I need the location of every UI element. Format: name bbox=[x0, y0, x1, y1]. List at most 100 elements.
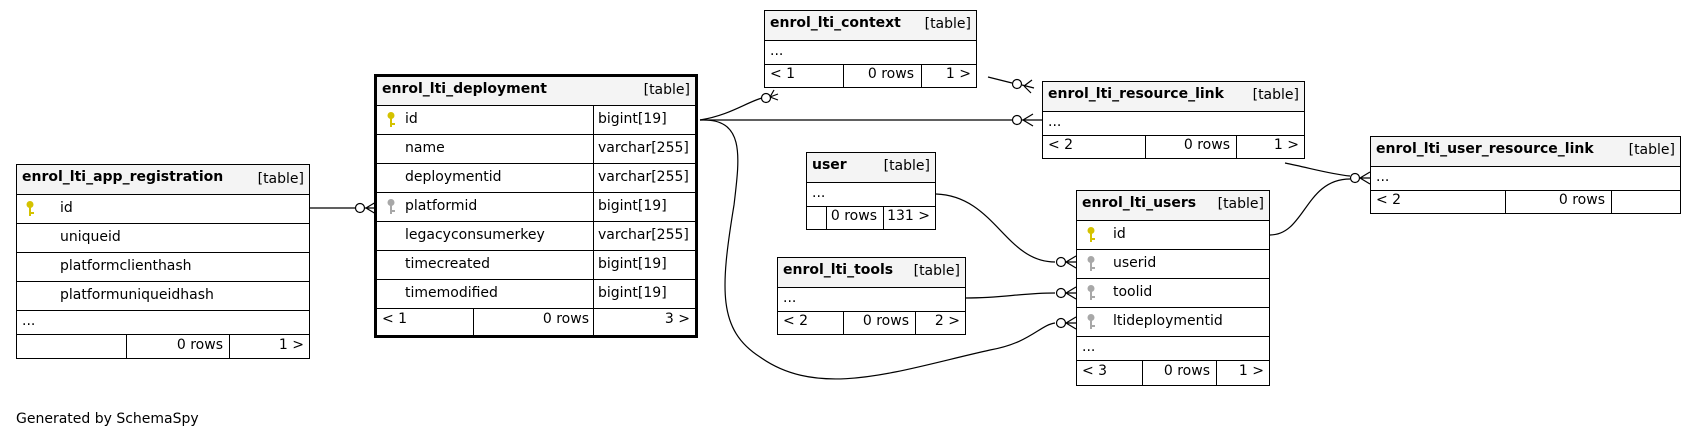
table-enrol-lti-app-registration[interactable]: enrol_lti_app_registration [table] id un… bbox=[16, 164, 310, 359]
footer-parents[interactable]: < 3 bbox=[1082, 363, 1108, 379]
more-columns-row: ... bbox=[765, 40, 976, 65]
table-footer: < 1 0 rows 3 > bbox=[377, 308, 695, 335]
column-type: varchar[255] bbox=[598, 169, 689, 185]
column-name: name bbox=[405, 140, 445, 156]
column-name: deploymentid bbox=[405, 169, 502, 185]
column-type: bigint[19] bbox=[598, 198, 667, 214]
column-name: id bbox=[60, 200, 73, 216]
edge-user-users bbox=[935, 193, 1056, 263]
column-row: toolid bbox=[1077, 278, 1269, 308]
foreign-key-icon bbox=[387, 199, 395, 214]
more-columns: ... bbox=[1376, 169, 1390, 185]
column-row: deploymentid varchar[255] bbox=[377, 163, 695, 193]
table-enrol-lti-users[interactable]: enrol_lti_users [table] id userid toolid… bbox=[1076, 190, 1270, 386]
column-name: uniqueid bbox=[60, 229, 121, 245]
footer-row-count: 0 rows bbox=[830, 208, 877, 224]
table-footer: < 2 0 rows 1 > bbox=[1043, 135, 1304, 158]
table-name: user bbox=[812, 157, 847, 173]
footer-children[interactable]: 1 > bbox=[278, 337, 304, 353]
more-columns: ... bbox=[783, 290, 797, 306]
table-enrol-lti-user-resource-link[interactable]: enrol_lti_user_resource_link [table] ...… bbox=[1370, 136, 1681, 214]
footer-parents[interactable]: < 2 bbox=[1048, 137, 1074, 153]
column-name: platformuniqueidhash bbox=[60, 287, 214, 303]
column-name: platformid bbox=[405, 198, 478, 214]
more-columns-row: ... bbox=[1077, 336, 1269, 361]
column-name: ltideploymentid bbox=[1113, 313, 1223, 329]
primary-key-icon bbox=[387, 112, 395, 127]
table-name: enrol_lti_tools bbox=[783, 262, 894, 278]
foreign-key-icon bbox=[1087, 314, 1095, 329]
footer-parents[interactable]: < 2 bbox=[783, 313, 809, 329]
column-row: name varchar[255] bbox=[377, 134, 695, 164]
primary-key-icon bbox=[26, 201, 34, 216]
table-enrol-lti-resource-link[interactable]: enrol_lti_resource_link [table] ... < 2 … bbox=[1042, 81, 1305, 159]
table-footer: 0 rows 1 > bbox=[17, 334, 309, 358]
table-name: enrol_lti_users bbox=[1082, 195, 1197, 211]
column-row: ltideploymentid bbox=[1077, 307, 1269, 337]
column-row: id bbox=[1077, 220, 1269, 250]
footer-row-count: 0 rows bbox=[1163, 363, 1210, 379]
more-columns: ... bbox=[770, 43, 784, 59]
table-type: [table] bbox=[913, 263, 960, 279]
footer-children[interactable]: 1 > bbox=[1238, 363, 1264, 379]
footer-row-count: 0 rows bbox=[1558, 192, 1605, 208]
table-enrol-lti-deployment[interactable]: enrol_lti_deployment [table] id bigint[1… bbox=[374, 74, 698, 338]
edge-tools-users bbox=[965, 292, 1056, 299]
column-type: bigint[19] bbox=[598, 111, 667, 127]
footer-children[interactable]: 3 > bbox=[664, 311, 690, 327]
column-name: platformclienthash bbox=[60, 258, 192, 274]
footer-parents[interactable]: < 1 bbox=[382, 311, 408, 327]
column-name: timemodified bbox=[405, 285, 498, 301]
edge-users-user-resource-link bbox=[1269, 178, 1351, 236]
more-columns-row: ... bbox=[1371, 166, 1680, 191]
table-footer: < 2 0 rows bbox=[1371, 190, 1680, 213]
foreign-key-icon bbox=[1087, 256, 1095, 271]
footer-row-count: 0 rows bbox=[542, 311, 589, 327]
table-enrol-lti-context[interactable]: enrol_lti_context [table] ... < 1 0 rows… bbox=[764, 10, 977, 88]
table-footer: < 3 0 rows 1 > bbox=[1077, 360, 1269, 385]
column-row: id bigint[19] bbox=[377, 105, 695, 135]
table-name: enrol_lti_deployment bbox=[382, 81, 547, 97]
table-enrol-lti-tools[interactable]: enrol_lti_tools [table] ... < 2 0 rows 2… bbox=[777, 257, 966, 335]
footer-parents[interactable]: < 1 bbox=[770, 66, 796, 82]
generated-by-footer: Generated by SchemaSpy bbox=[16, 411, 199, 427]
more-columns-row: ... bbox=[1043, 111, 1304, 136]
more-columns: ... bbox=[1082, 339, 1096, 355]
edge-context-resource-link bbox=[987, 76, 1013, 84]
primary-key-icon bbox=[1087, 227, 1095, 242]
table-header: enrol_lti_users [table] bbox=[1077, 191, 1269, 221]
more-columns: ... bbox=[22, 313, 36, 329]
column-row: userid bbox=[1077, 249, 1269, 279]
table-type: [table] bbox=[924, 16, 971, 32]
table-name: enrol_lti_context bbox=[770, 15, 901, 31]
more-columns-row: ... bbox=[778, 287, 965, 312]
table-header: enrol_lti_tools [table] bbox=[778, 258, 965, 288]
column-row: platformid bigint[19] bbox=[377, 192, 695, 222]
table-type: [table] bbox=[1628, 142, 1675, 158]
table-user[interactable]: user [table] ... 0 rows 131 > bbox=[806, 152, 936, 230]
column-name: toolid bbox=[1113, 284, 1153, 300]
column-type: varchar[255] bbox=[598, 140, 689, 156]
table-name: enrol_lti_resource_link bbox=[1048, 86, 1224, 102]
footer-row-count: 0 rows bbox=[176, 337, 223, 353]
table-type: [table] bbox=[1217, 196, 1264, 212]
table-header: enrol_lti_app_registration [table] bbox=[17, 165, 309, 195]
column-name: userid bbox=[1113, 255, 1157, 271]
footer-children[interactable]: 2 > bbox=[934, 313, 960, 329]
footer-children[interactable]: 131 > bbox=[887, 208, 930, 224]
table-name: enrol_lti_app_registration bbox=[22, 169, 224, 185]
footer-parents[interactable]: < 2 bbox=[1376, 192, 1402, 208]
column-row: id bbox=[17, 194, 309, 224]
column-name: legacyconsumerkey bbox=[405, 227, 545, 243]
edge-deployment-context bbox=[699, 97, 763, 121]
column-row: platformuniqueidhash bbox=[17, 281, 309, 311]
footer-row-count: 0 rows bbox=[867, 66, 914, 82]
column-type: bigint[19] bbox=[598, 256, 667, 272]
table-type: [table] bbox=[643, 82, 690, 98]
footer-children[interactable]: 1 > bbox=[945, 66, 971, 82]
column-row: timemodified bigint[19] bbox=[377, 279, 695, 309]
footer-children[interactable]: 1 > bbox=[1273, 137, 1299, 153]
table-type: [table] bbox=[257, 171, 304, 187]
more-columns: ... bbox=[812, 185, 826, 201]
more-columns-row: ... bbox=[807, 182, 935, 207]
